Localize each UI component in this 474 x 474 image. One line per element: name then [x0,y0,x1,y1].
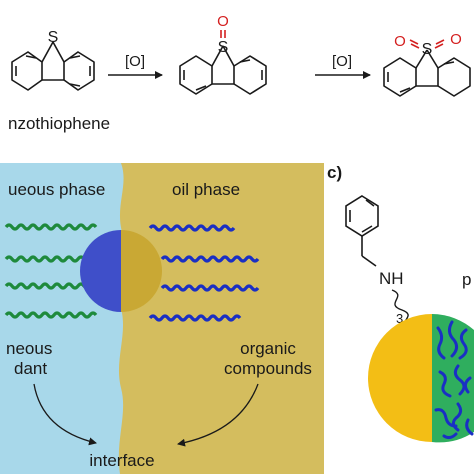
sulfone-structure [383,49,471,97]
benzylamine-structure [345,195,379,267]
polymer-brush-chains [434,320,474,440]
dibenzothiophene-structure [11,41,95,91]
oxygen-atom-3: O [450,31,462,48]
panel-c: c) NH 3 p [327,163,474,443]
oxygen-atom-1: O [217,13,229,30]
oxidant-label-line1: neous [6,339,52,358]
sulfur-atom-1: S [48,29,59,46]
linker-subscript: 3 [396,311,403,326]
aqueous-phase-region [0,163,124,474]
blue-hydrophobic-chains [148,224,260,322]
arrow-organics-to-interface [177,383,259,447]
arrow-oxidant-to-interface [33,383,97,446]
oil-phase-label: oil phase [172,180,240,199]
janus-particle-hydrophobic-half [121,230,162,312]
sphere-amine-half [368,314,432,442]
green-hydrophilic-chains [4,223,98,319]
panel-b: ueous phase oil phase neous dant organic… [0,163,324,474]
sulfur-atom-3: S [422,41,433,58]
organic-label-line1: organic [240,339,296,358]
dibenzothiophene-label: nzothiophene [8,114,110,133]
oxidant-label-line2: dant [14,359,47,378]
reaction-scheme: S [O] S O [O] [11,13,471,97]
panel-c-label: c) [327,163,342,182]
nh-label: NH [379,269,404,288]
oxygen-atom-2: O [394,33,406,50]
oxidation-label-1: [O] [125,53,145,70]
oxidation-label-2: [O] [332,53,352,70]
janus-particle-hydrophilic-half [80,230,121,312]
interface-label: interface [89,451,154,470]
sulfoxide-structure [179,45,267,95]
sulfur-atom-2: S [218,39,229,56]
organic-label-line2: compounds [224,359,312,378]
panel-c-partial-label: p [462,270,471,289]
aqueous-phase-label: ueous phase [8,180,105,199]
